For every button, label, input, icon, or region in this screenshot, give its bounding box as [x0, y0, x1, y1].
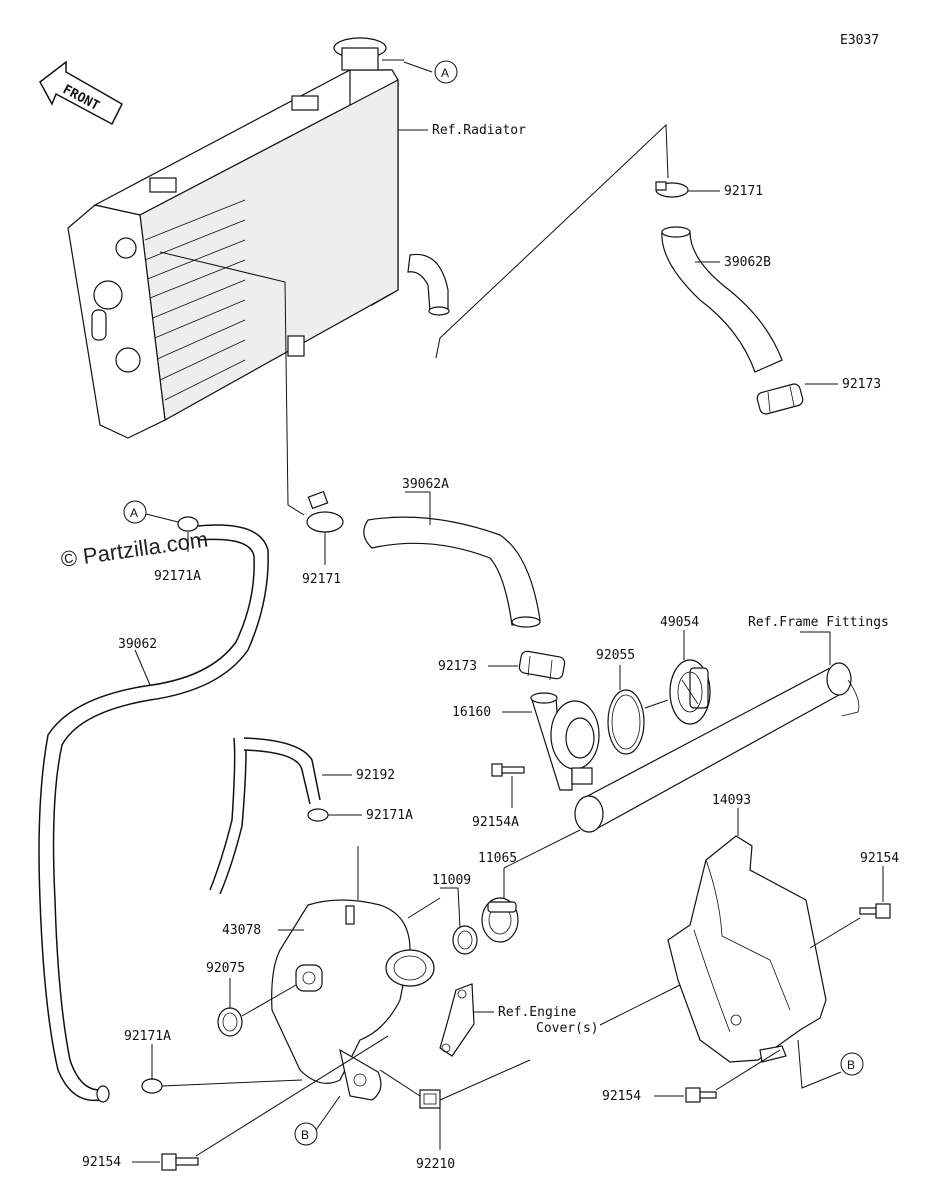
- part-39062B: 39062B: [724, 255, 771, 270]
- connector-a-left-label: A: [130, 506, 138, 520]
- connector-a-left: [123, 500, 147, 524]
- clamp-92173-mid: [518, 650, 566, 681]
- hose-39062B: [661, 231, 783, 373]
- part-92171A-bottom: 92171A: [124, 1029, 171, 1044]
- watermark: © Partzilla.com: [59, 527, 209, 572]
- part-92154-bottom: 92154: [82, 1155, 121, 1170]
- connector-a-top-label: A: [441, 66, 449, 80]
- oring-92055: [607, 689, 645, 755]
- water-pump-illustration: [271, 899, 435, 1101]
- part-92173-top: 92173: [842, 377, 881, 392]
- ref-frame-fittings-label: Ref.Frame Fittings: [748, 615, 889, 630]
- part-43078: 43078: [222, 923, 261, 938]
- bolt-92154-bottom: [161, 1153, 199, 1171]
- frame-pipe-illustration: [574, 662, 860, 833]
- bracket-illustration: [439, 983, 475, 1057]
- connector-b-bottom-label: B: [301, 1128, 309, 1142]
- thermostat-49054: [669, 659, 711, 725]
- ref-radiator-label: Ref.Radiator: [432, 123, 526, 138]
- part-14093: 14093: [712, 793, 751, 808]
- connector-b-right-label: B: [847, 1058, 855, 1072]
- seal-11009: [452, 925, 478, 955]
- part-11009: 11009: [432, 873, 471, 888]
- clamp-92171-mid: [306, 490, 344, 533]
- hose-39062A: [363, 516, 541, 626]
- part-39062: 39062: [118, 637, 157, 652]
- clamp-92171A-bottom: [141, 1078, 163, 1094]
- part-92210: 92210: [416, 1157, 455, 1172]
- part-39062A: 39062A: [402, 477, 449, 492]
- grommet-92075: [217, 1007, 243, 1037]
- bolt-92154A: [491, 763, 525, 777]
- part-92055: 92055: [596, 648, 635, 663]
- front-arrow-icon: FRONT: [39, 60, 123, 126]
- clamp-92173-top: [756, 383, 804, 415]
- clamp-92171-top: [655, 181, 689, 198]
- ref-engine-label-2: Cover(s): [536, 1021, 599, 1036]
- bolt-92154-right: [859, 903, 891, 919]
- part-16160: 16160: [452, 705, 491, 720]
- diagram-code: E3037: [840, 33, 879, 48]
- connector-b-right: [840, 1052, 864, 1076]
- radiator-illustration: [67, 37, 450, 439]
- part-92171-top: 92171: [724, 184, 763, 199]
- part-92171A-mid: 92171A: [366, 808, 413, 823]
- connector-b-bottom: [294, 1122, 318, 1146]
- connector-a-top: [434, 60, 458, 84]
- hose-39062: [52, 524, 269, 1091]
- ref-engine-label-1: Ref.Engine: [498, 1005, 576, 1020]
- part-92075: 92075: [206, 961, 245, 976]
- clamp-92171A-top: [177, 516, 199, 532]
- clip-92210: [419, 1089, 441, 1109]
- cap-11065: [481, 897, 519, 943]
- part-49054: 49054: [660, 615, 699, 630]
- part-92154A: 92154A: [472, 815, 519, 830]
- part-92173-mid: 92173: [438, 659, 477, 674]
- part-92154-right-bottom: 92154: [602, 1089, 641, 1104]
- part-92192: 92192: [356, 768, 395, 783]
- part-92171A-top: 92171A: [154, 569, 201, 584]
- clamp-92171A-mid: [307, 808, 329, 822]
- part-92154-right: 92154: [860, 851, 899, 866]
- water-outlet-16160: [530, 692, 600, 791]
- cover-14093: [667, 835, 827, 1063]
- part-11065: 11065: [478, 851, 517, 866]
- bolt-92154-right-bottom: [685, 1087, 717, 1103]
- hose-92192: [209, 737, 321, 895]
- part-92171-mid: 92171: [302, 572, 341, 587]
